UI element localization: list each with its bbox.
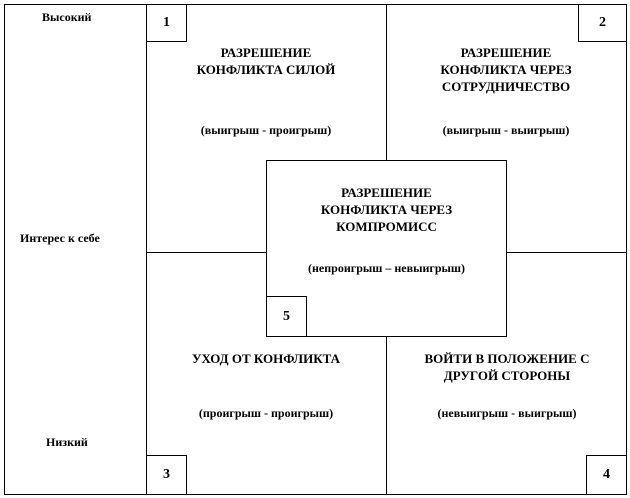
axis-divider: [146, 4, 147, 495]
center-title-line: РАЗРЕШЕНИЕ: [341, 185, 432, 200]
compromise-box: [266, 160, 507, 337]
quadrant-3-title-line: УХОД ОТ КОНФЛИКТА: [191, 351, 341, 366]
axis-high-label: Высокий: [42, 10, 92, 24]
axis-title: Интерес к себе: [20, 231, 100, 245]
quadrant-2-title-line: СОТРУДНИЧЕСТВО: [441, 79, 571, 94]
axis-low-label: Низкий: [46, 435, 88, 449]
center-title-line: КОНФЛИКТА ЧЕРЕЗ: [320, 202, 453, 217]
diagram-frame: [4, 4, 627, 495]
center-title: РАЗРЕШЕНИЕ КОНФЛИКТА ЧЕРЕЗ КОМПРОМИСС: [270, 184, 503, 235]
quadrant-4-title: ВОЙТИ В ПОЛОЖЕНИЕ С ДРУГОЙ СТОРОНЫ: [396, 350, 618, 384]
quadrant-4-subtitle: (невыигрыш - выигрыш): [437, 406, 577, 420]
quadrant-2-title-line: КОНФЛИКТА ЧЕРЕЗ: [440, 62, 572, 77]
quadrant-2-title-line: РАЗРЕШЕНИЕ: [460, 45, 552, 60]
quadrant-1-number: 1: [146, 4, 187, 42]
center-number: 5: [266, 296, 307, 337]
quadrant-2-title: РАЗРЕШЕНИЕ КОНФЛИКТА ЧЕРЕЗ СОТРУДНИЧЕСТВ…: [400, 44, 612, 95]
quadrant-1-title-line: КОНФЛИКТА СИЛОЙ: [196, 62, 336, 77]
quadrant-4-title-line: ВОЙТИ В ПОЛОЖЕНИЕ С: [424, 351, 590, 366]
quadrant-4-number: 4: [586, 455, 627, 495]
quadrant-3-number: 3: [146, 455, 187, 495]
center-subtitle: (непроигрыш – невыигрыш): [308, 261, 465, 275]
quadrant-1-subtitle: (выигрыш - проигрыш): [200, 123, 332, 137]
quadrant-1-title-line: РАЗРЕШЕНИЕ: [220, 45, 312, 60]
quadrant-2-number: 2: [578, 4, 627, 42]
quadrant-3-subtitle: (проигрыш - проигрыш): [198, 406, 334, 420]
center-title-line: КОМПРОМИСС: [336, 219, 437, 234]
quadrant-4-title-line: ДРУГОЙ СТОРОНЫ: [443, 368, 571, 383]
quadrant-2-subtitle: (выигрыш - выигрыш): [442, 123, 570, 137]
quadrant-3-title: УХОД ОТ КОНФЛИКТА: [156, 350, 376, 367]
quadrant-1-title: РАЗРЕШЕНИЕ КОНФЛИКТА СИЛОЙ: [160, 44, 372, 78]
